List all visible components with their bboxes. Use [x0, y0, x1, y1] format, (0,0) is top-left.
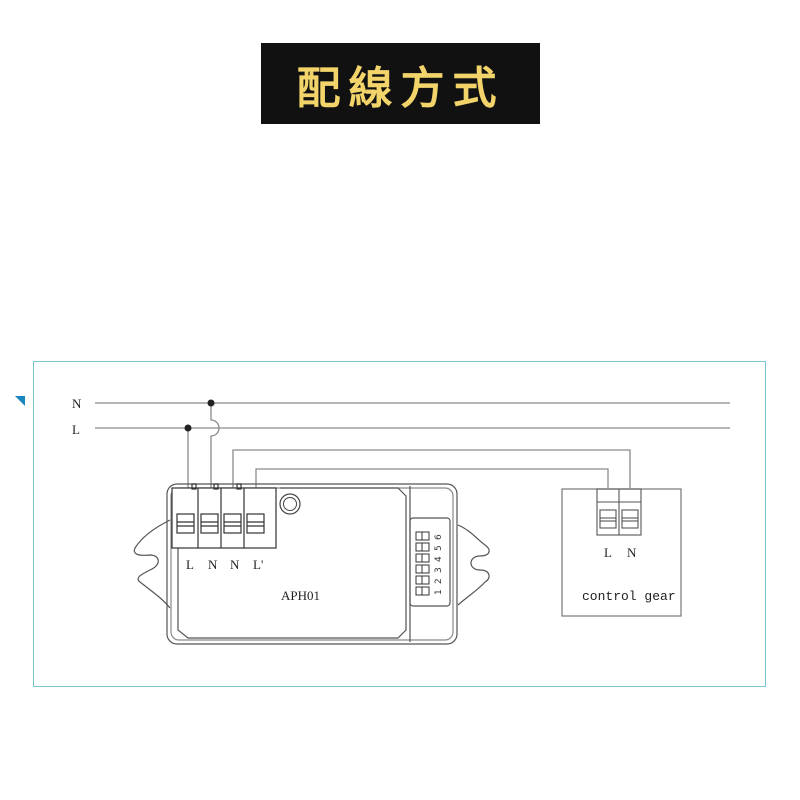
mounting-screw-icon	[279, 493, 301, 515]
control-gear-label: control gear	[582, 589, 676, 604]
control-gear-terminal-block	[596, 488, 642, 536]
diagram-frame	[33, 361, 766, 687]
sensor-terminal-l: L	[186, 557, 194, 572]
corner-marker-icon	[15, 396, 25, 406]
sensor-terminal-block	[171, 483, 277, 549]
dip-number-3: 3	[434, 567, 444, 573]
dip-number-4: 4	[434, 556, 444, 562]
control-gear-terminal-n: N	[627, 545, 637, 560]
junction-dot-l	[184, 424, 192, 432]
control-gear-terminal-l: L	[604, 545, 612, 560]
dip-switch-array	[415, 531, 430, 596]
dip-number-5: 5	[434, 545, 444, 551]
sensor-device	[133, 483, 490, 645]
dip-number-1: 1	[434, 589, 444, 595]
bus-label-l: L	[72, 422, 80, 437]
dip-number-2: 2	[434, 578, 444, 584]
bus-label-n: N	[72, 396, 82, 411]
sensor-terminal-n2: N	[230, 557, 240, 572]
sensor-model-label: APH01	[281, 588, 320, 603]
dip-number-6: 6	[434, 534, 444, 540]
sensor-terminal-l-prime: L'	[253, 557, 263, 572]
sensor-terminal-n1: N	[208, 557, 218, 572]
junction-dot-n	[207, 399, 215, 407]
page-title: 配線方式	[296, 62, 505, 114]
title-banner: 配線方式	[261, 43, 540, 124]
